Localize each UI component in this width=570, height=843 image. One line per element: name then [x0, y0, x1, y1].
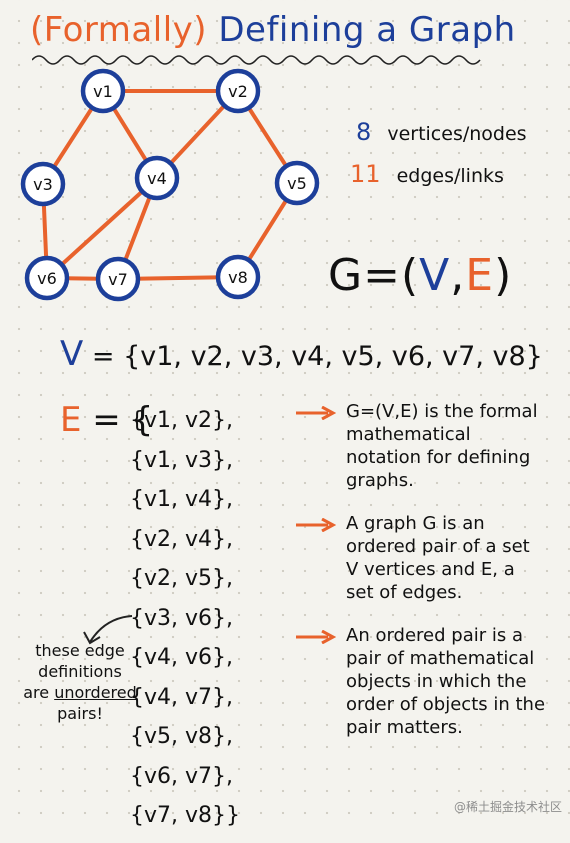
node-v7: v7 [95, 256, 141, 302]
edge-item: {v3, v6}, [130, 605, 234, 631]
right-arrow-icon [296, 518, 336, 532]
edge-item: {v6, v7}, [130, 763, 234, 789]
node-label: v4 [147, 169, 167, 188]
right-arrow-icon [296, 630, 336, 644]
title-underline [32, 55, 481, 65]
edge-count-label: edges/links [396, 165, 504, 187]
graph-formula: G=(V,E) [328, 250, 513, 301]
node-label: v2 [228, 82, 248, 101]
node-v3: v3 [20, 161, 66, 207]
title-main: Defining a Graph [218, 10, 516, 50]
right-arrow-icon [296, 406, 336, 420]
note-item: G=(V,E) is the formal mathematical notat… [296, 400, 546, 492]
vertex-count-label: vertices/nodes [387, 123, 527, 145]
notebook-page: (Formally) Defining a Graph v1 v2 v3 v4 v5 v6… [20, 10, 562, 828]
edge-item: {v2, v5}, [130, 566, 234, 591]
edge-item: {v1, v2}, [130, 408, 234, 433]
edge-item: {v1, v4}, [130, 487, 234, 512]
explanation-notes: G=(V,E) is the formal mathematical notat… [296, 400, 546, 759]
edge-list: {v1, v2}, {v1, v3}, {v1, v4}, {v2, v4}, … [130, 408, 240, 843]
title-formally: (Formally) [30, 10, 208, 50]
edge-item: {v1, v3}, [130, 447, 234, 473]
page-title: (Formally) Defining a Graph [30, 10, 516, 50]
edge-item: {v2, v4}, [130, 526, 234, 552]
node-v2: v2 [215, 68, 261, 114]
node-label: v7 [108, 270, 128, 289]
underlined-word: unordered [54, 683, 137, 702]
dot-grid-background [0, 0, 570, 819]
node-v8: v8 [215, 254, 261, 300]
note-item: A graph G is an ordered pair of a set V … [296, 512, 546, 604]
edge-count-line: 11 edges/links [350, 160, 504, 188]
node-v4: v4 [134, 155, 180, 201]
edge-item: {v7, v8}} [130, 803, 241, 828]
vertex-count: 8 [356, 118, 372, 146]
side-note: these edge definitions are unordered pai… [23, 641, 137, 723]
watermark: @稀土掘金技术社区 [453, 800, 562, 814]
formula-v: V [419, 250, 451, 301]
graph-diagram: v1 v2 v3 v4 v5 v6 v7 v8 [20, 68, 320, 302]
edge-item: {v4, v7}, [130, 684, 234, 710]
edge-v4-v6 [45, 176, 159, 280]
vertex-set: V = {v1, v2, v3, v4, v5, v6, v7, v8} [60, 334, 543, 374]
edge-item: {v5, v8}, [130, 724, 234, 749]
edge-set-label: E = { [60, 400, 154, 440]
node-label: v3 [33, 175, 53, 194]
node-label: v8 [228, 268, 248, 287]
node-label: v1 [93, 82, 113, 101]
node-label: v5 [287, 174, 307, 193]
node-v1: v1 [80, 68, 126, 114]
node-label: v6 [37, 269, 57, 288]
graph-nodes: v1 v2 v3 v4 v5 v6 v7 v8 [20, 68, 320, 302]
node-v6: v6 [24, 255, 70, 301]
node-v5: v5 [274, 160, 320, 206]
vertex-set-body: = {v1, v2, v3, v4, v5, v6, v7, v8} [91, 341, 543, 372]
vertex-set-letter: V [60, 334, 84, 374]
note-item: An ordered pair is a pair of mathematica… [296, 624, 546, 739]
edge-item: {v4, v6}, [130, 645, 234, 670]
vertex-count-line: 8 vertices/nodes [356, 118, 527, 146]
formula-e: E [465, 250, 495, 301]
curved-arrow-icon [83, 615, 133, 645]
edge-count: 11 [350, 160, 381, 188]
